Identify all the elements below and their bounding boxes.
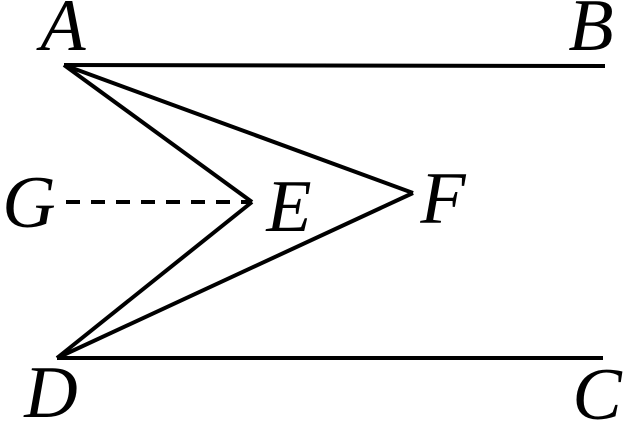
segment-AB [63,63,606,68]
segment-AE [62,63,254,204]
segment-AF [63,63,414,195]
segment-ED [55,200,254,360]
segment-FD [56,191,414,360]
